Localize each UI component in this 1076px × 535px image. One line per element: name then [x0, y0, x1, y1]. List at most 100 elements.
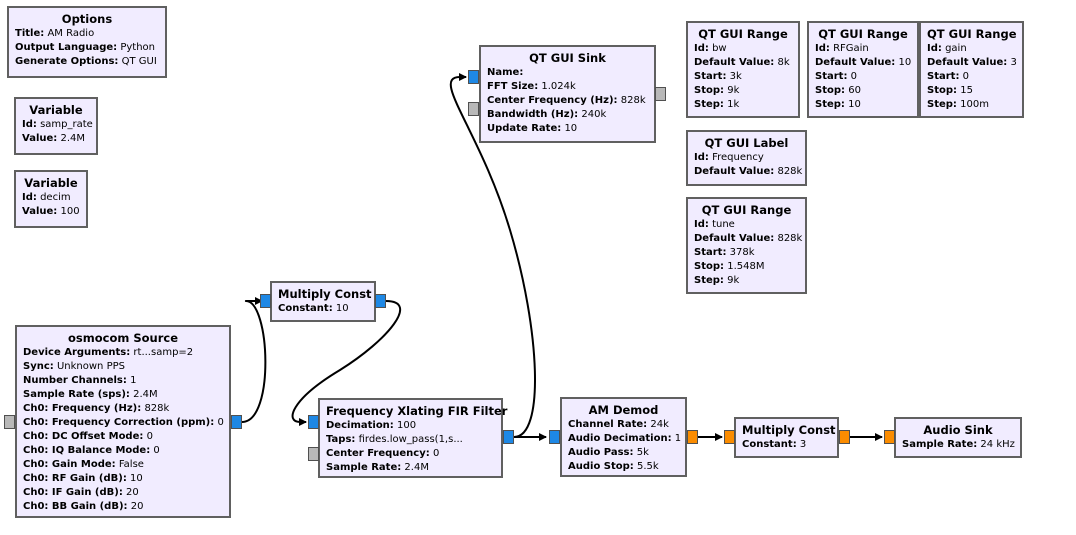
- block-title: AM Demod: [588, 403, 659, 417]
- block-param-row: Ch0: Frequency (Hz): 828k: [23, 402, 223, 416]
- param-value: 100m: [960, 99, 989, 110]
- param-value: 2.4M: [60, 133, 85, 144]
- param-value: 0: [153, 445, 160, 456]
- block-param-row: Ch0: Frequency Correction (ppm): 0: [23, 416, 224, 430]
- multiply-const-3-output-port[interactable]: [839, 430, 850, 444]
- param-value: 10: [564, 123, 578, 134]
- qt-sink-output-message-port[interactable]: [655, 87, 666, 101]
- param-key: Ch0: BB Gain (dB):: [23, 501, 128, 512]
- block-param-row: Generate Options: QT GUI: [15, 55, 159, 69]
- block-title: Multiply Const: [278, 287, 372, 301]
- param-value: bw: [712, 43, 727, 54]
- osmocom-source-output-port[interactable]: [231, 415, 242, 429]
- block-param-row: Default Value: 3: [927, 56, 1017, 70]
- param-key: Value:: [22, 206, 58, 217]
- block-param-row: Stop: 1.548M: [694, 260, 799, 274]
- block-param-row: Decimation: 100: [326, 419, 495, 433]
- block-param-row: Default Value: 828k: [694, 232, 803, 246]
- qt-sink-freq-message-port[interactable]: [468, 102, 479, 116]
- param-value: 20: [126, 487, 139, 498]
- param-key: Stop:: [694, 261, 725, 272]
- multiply-const-10-input-port[interactable]: [260, 294, 271, 308]
- param-value: 10: [335, 303, 349, 314]
- block-param-row: Bandwidth (Hz): 240k: [487, 108, 648, 122]
- block-title: QT GUI Range: [701, 203, 792, 217]
- param-value: 24 kHz: [980, 439, 1015, 450]
- param-key: Step:: [927, 99, 957, 110]
- param-key: Ch0: IQ Balance Mode:: [23, 445, 151, 456]
- am-demod-input-port[interactable]: [549, 430, 560, 444]
- param-value: 240k: [581, 109, 607, 120]
- osmocom-source-message-port[interactable]: [4, 415, 15, 429]
- param-key: Step:: [694, 99, 724, 110]
- param-value: 0: [217, 417, 224, 428]
- multiply-const-10-output-port[interactable]: [375, 294, 386, 308]
- param-value: 24k: [650, 419, 669, 430]
- param-value: 9k: [727, 85, 740, 96]
- param-value: 60: [848, 85, 861, 96]
- param-key: Stop:: [815, 85, 846, 96]
- param-key: Default Value:: [694, 57, 775, 68]
- param-value: 0: [146, 431, 153, 442]
- wire-fxfir-to-qtsink[interactable]: [449, 73, 536, 438]
- param-key: Audio Pass:: [568, 447, 634, 458]
- param-value: firdes.low_pass(1,s...: [358, 434, 463, 445]
- param-key: Default Value:: [694, 166, 775, 177]
- param-key: Stop:: [694, 85, 725, 96]
- qt-sink-input-port[interactable]: [468, 70, 479, 84]
- block-param-row: Step: 10: [815, 98, 911, 112]
- block-title: QT GUI Label: [704, 136, 789, 150]
- param-value: 20: [130, 501, 144, 512]
- param-value: 828k: [144, 403, 170, 414]
- param-key: Start:: [927, 71, 960, 82]
- block-title: Options: [61, 12, 113, 26]
- block-title: QT GUI Range: [698, 27, 788, 41]
- param-value: QT GUI: [121, 56, 157, 67]
- block-param-row: Id: tune: [694, 218, 799, 232]
- block-param-row: Constant: 10: [278, 302, 368, 316]
- param-key: Ch0: Frequency (Hz):: [23, 403, 142, 414]
- audio-sink-input-port[interactable]: [884, 430, 895, 444]
- param-key: Constant:: [742, 439, 797, 450]
- wire-osmo-to-mult1[interactable]: [241, 297, 267, 423]
- am-demod-output-port[interactable]: [687, 430, 698, 444]
- param-key: Id:: [927, 43, 942, 54]
- param-key: Ch0: Frequency Correction (ppm):: [23, 417, 215, 428]
- param-value: gain: [945, 43, 967, 54]
- wire-mult1-to-fxfir[interactable]: [291, 300, 401, 426]
- block-param-row: Name:: [487, 66, 648, 80]
- fxfir-output-port[interactable]: [503, 430, 514, 444]
- fxfir-freq-message-port[interactable]: [308, 447, 319, 461]
- block-param-row: Audio Decimation: 1: [568, 432, 681, 446]
- block-title: QT GUI Range: [818, 27, 908, 41]
- multiply-const-3-input-port[interactable]: [724, 430, 735, 444]
- param-key: Generate Options:: [15, 56, 119, 67]
- param-key: Sync:: [23, 361, 54, 372]
- param-value: decim: [40, 192, 71, 203]
- param-value: 3: [799, 439, 807, 450]
- block-param-row: Default Value: 10: [815, 56, 911, 70]
- param-value: 1.024k: [541, 81, 576, 92]
- block-param-row: Default Value: 8k: [694, 56, 792, 70]
- block-param-row: Start: 3k: [694, 70, 792, 84]
- fxfir-input-port[interactable]: [308, 415, 319, 429]
- param-key: Taps:: [326, 434, 356, 445]
- param-value: 828k: [777, 233, 803, 244]
- param-key: Default Value:: [694, 233, 775, 244]
- block-param-row: Ch0: RF Gain (dB): 10: [23, 472, 223, 486]
